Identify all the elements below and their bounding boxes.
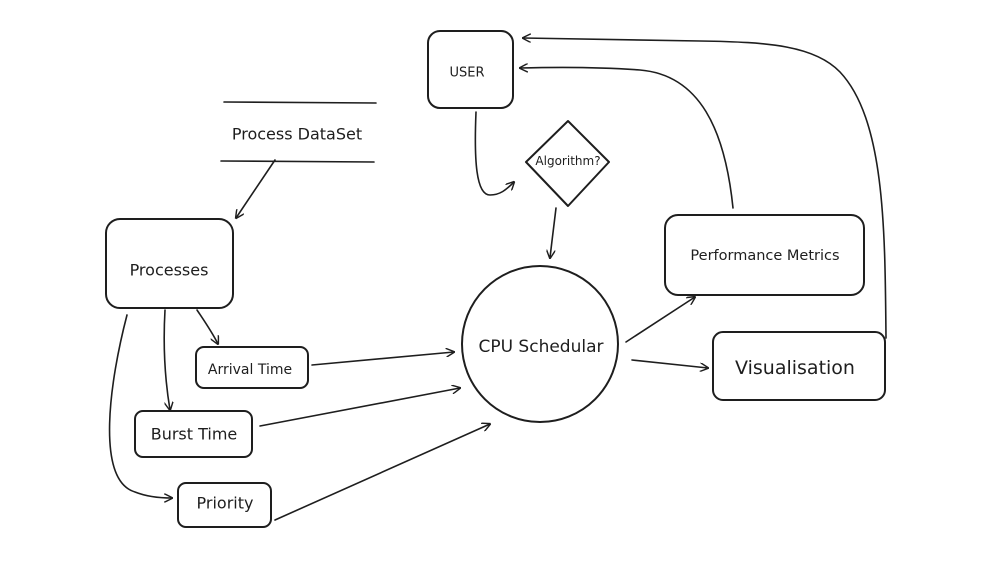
dataset-top-line bbox=[223, 101, 377, 104]
edge-processes-to-arrival bbox=[196, 309, 218, 344]
edge-burst-to-cpu bbox=[259, 388, 460, 427]
visualisation-label: Visualisation bbox=[735, 357, 855, 379]
performance-metrics-label: Performance Metrics bbox=[690, 248, 839, 264]
arrival-time-label: Arrival Time bbox=[208, 362, 292, 378]
algorithm-diamond bbox=[525, 120, 610, 207]
arrival-time-box bbox=[195, 346, 309, 389]
edge-dataset-to-processes bbox=[236, 159, 276, 218]
edge-processes-to-priority bbox=[108, 314, 172, 498]
node-user: USER bbox=[427, 30, 514, 109]
edge-cpu-to-visualisation bbox=[631, 359, 708, 368]
node-arrival-time: Arrival Time bbox=[195, 346, 309, 389]
user-box bbox=[427, 30, 514, 109]
dataset-bottom-line bbox=[220, 160, 375, 163]
node-burst-time: Burst Time bbox=[134, 410, 253, 458]
visualisation-box bbox=[712, 331, 886, 401]
edge-priority-to-cpu bbox=[274, 424, 490, 521]
cpu-scheduler-circle bbox=[461, 265, 619, 423]
edge-processes-to-burst bbox=[163, 309, 170, 410]
burst-time-label: Burst Time bbox=[151, 425, 238, 444]
process-dataset-label: Process DataSet bbox=[232, 125, 362, 144]
burst-time-box bbox=[134, 410, 253, 458]
node-processes: Processes bbox=[105, 218, 234, 309]
algorithm-label: Algorithm? bbox=[535, 154, 600, 168]
edges bbox=[108, 38, 887, 521]
edge-algorithm-to-cpu bbox=[550, 207, 557, 258]
cpu-scheduler-label: CPU Schedular bbox=[478, 337, 603, 357]
edge-visualisation-to-user bbox=[523, 38, 887, 339]
performance-metrics-box bbox=[664, 214, 865, 296]
edge-metrics-to-user bbox=[520, 67, 734, 209]
node-visualisation: Visualisation bbox=[712, 331, 886, 401]
priority-box bbox=[177, 482, 272, 528]
edge-arrival-to-cpu bbox=[311, 352, 454, 366]
priority-label: Priority bbox=[197, 494, 254, 513]
user-label: USER bbox=[449, 66, 484, 81]
node-cpu-scheduler: CPU Schedular bbox=[461, 265, 619, 423]
node-performance-metrics: Performance Metrics bbox=[664, 214, 865, 296]
edge-cpu-to-metrics bbox=[625, 297, 695, 343]
edge-user-to-algorithm bbox=[474, 111, 514, 196]
processes-box bbox=[105, 218, 234, 309]
node-priority: Priority bbox=[177, 482, 272, 528]
node-algorithm: Algorithm? bbox=[525, 120, 610, 207]
processes-label: Processes bbox=[130, 261, 209, 280]
